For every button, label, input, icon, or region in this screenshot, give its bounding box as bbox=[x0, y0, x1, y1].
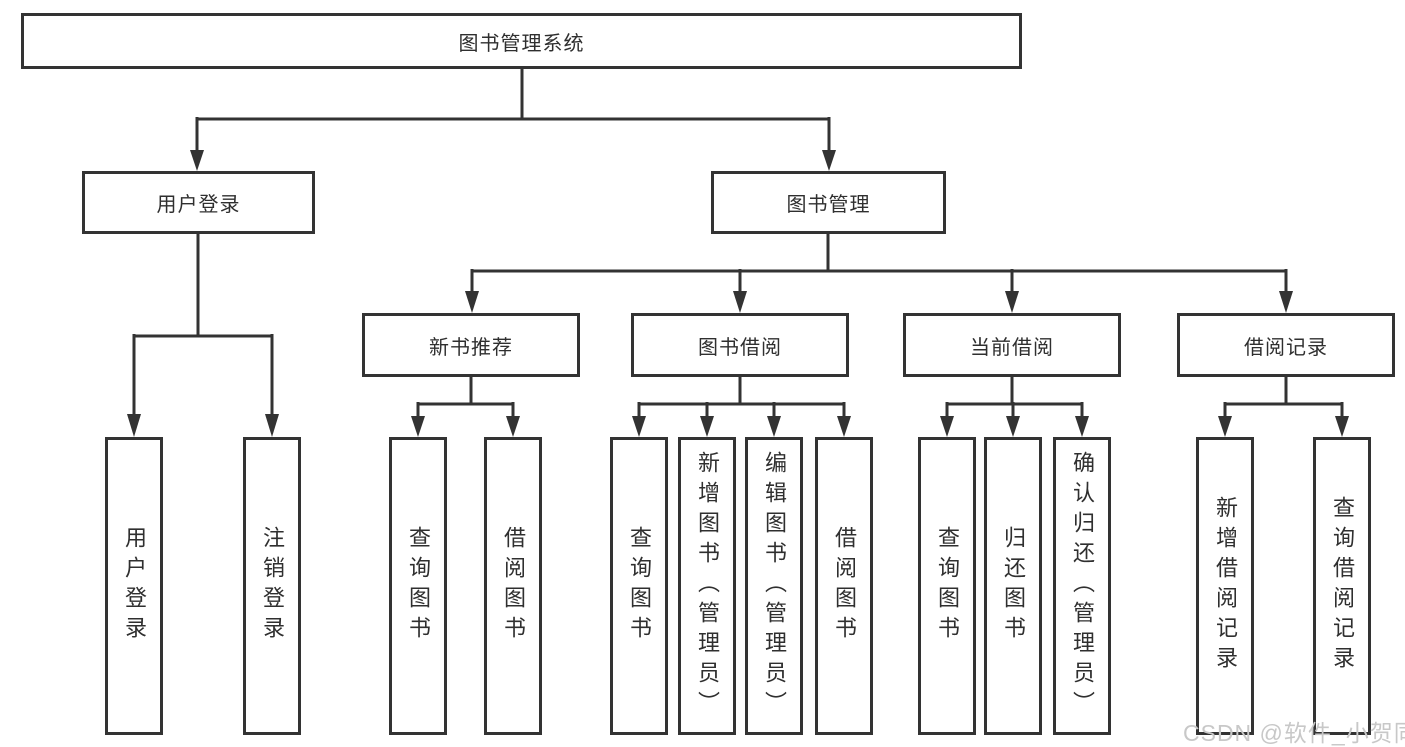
leaf-return-books: 归还图书 bbox=[984, 437, 1042, 735]
node-book-management: 图书管理 bbox=[711, 171, 946, 234]
node-user-login-label: 用户登录 bbox=[156, 194, 241, 216]
leaf-query-books-borrow-label: 查询图书 bbox=[627, 526, 652, 646]
leaf-query-borrow-record-label: 查询借阅记录 bbox=[1330, 496, 1355, 676]
node-borrow-records-label: 借阅记录 bbox=[1244, 336, 1328, 359]
leaf-add-book-admin-label: 新增图书（管理员） bbox=[695, 451, 720, 721]
node-book-borrow: 图书借阅 bbox=[631, 313, 849, 377]
node-user-login: 用户登录 bbox=[82, 171, 315, 234]
node-borrow-records: 借阅记录 bbox=[1177, 313, 1395, 377]
leaf-logout: 注销登录 bbox=[243, 437, 301, 735]
leaf-query-books-current-label: 查询图书 bbox=[935, 526, 960, 646]
node-new-book-recommend-label: 新书推荐 bbox=[429, 336, 513, 359]
leaf-logout-label: 注销登录 bbox=[260, 526, 285, 646]
leaf-query-books-recommend-label: 查询图书 bbox=[406, 526, 431, 646]
leaf-edit-book-admin-label: 编辑图书（管理员） bbox=[762, 451, 787, 721]
csdn-watermark: CSDN @软件_小贺同学 bbox=[1183, 720, 1405, 746]
node-root: 图书管理系统 bbox=[21, 13, 1022, 69]
node-book-borrow-label: 图书借阅 bbox=[698, 336, 782, 359]
node-new-book-recommend: 新书推荐 bbox=[362, 313, 580, 377]
leaf-query-books-recommend: 查询图书 bbox=[389, 437, 447, 735]
arrowheads bbox=[127, 150, 1349, 437]
leaf-query-books-current: 查询图书 bbox=[918, 437, 976, 735]
leaf-confirm-return-admin-label: 确认归还（管理员） bbox=[1070, 451, 1095, 721]
node-root-label: 图书管理系统 bbox=[458, 32, 585, 55]
node-book-management-label: 图书管理 bbox=[786, 194, 871, 216]
leaf-add-borrow-record: 新增借阅记录 bbox=[1196, 437, 1254, 735]
leaf-return-books-label: 归还图书 bbox=[1001, 526, 1026, 646]
leaf-user-login-label: 用户登录 bbox=[122, 526, 147, 646]
leaf-add-borrow-record-label: 新增借阅记录 bbox=[1213, 496, 1238, 676]
leaf-borrow-books: 借阅图书 bbox=[815, 437, 873, 735]
leaf-add-book-admin: 新增图书（管理员） bbox=[678, 437, 736, 735]
edge-group-root bbox=[132, 69, 1344, 418]
node-current-borrow: 当前借阅 bbox=[903, 313, 1121, 377]
leaf-query-borrow-record: 查询借阅记录 bbox=[1313, 437, 1371, 735]
leaf-borrow-books-recommend-label: 借阅图书 bbox=[501, 526, 526, 646]
leaf-borrow-books-recommend: 借阅图书 bbox=[484, 437, 542, 735]
leaf-edit-book-admin: 编辑图书（管理员） bbox=[745, 437, 803, 735]
leaf-query-books-borrow: 查询图书 bbox=[610, 437, 668, 735]
leaf-borrow-books-label: 借阅图书 bbox=[832, 526, 857, 646]
leaf-user-login: 用户登录 bbox=[105, 437, 163, 735]
leaf-confirm-return-admin: 确认归还（管理员） bbox=[1053, 437, 1111, 735]
node-current-borrow-label: 当前借阅 bbox=[970, 336, 1054, 359]
